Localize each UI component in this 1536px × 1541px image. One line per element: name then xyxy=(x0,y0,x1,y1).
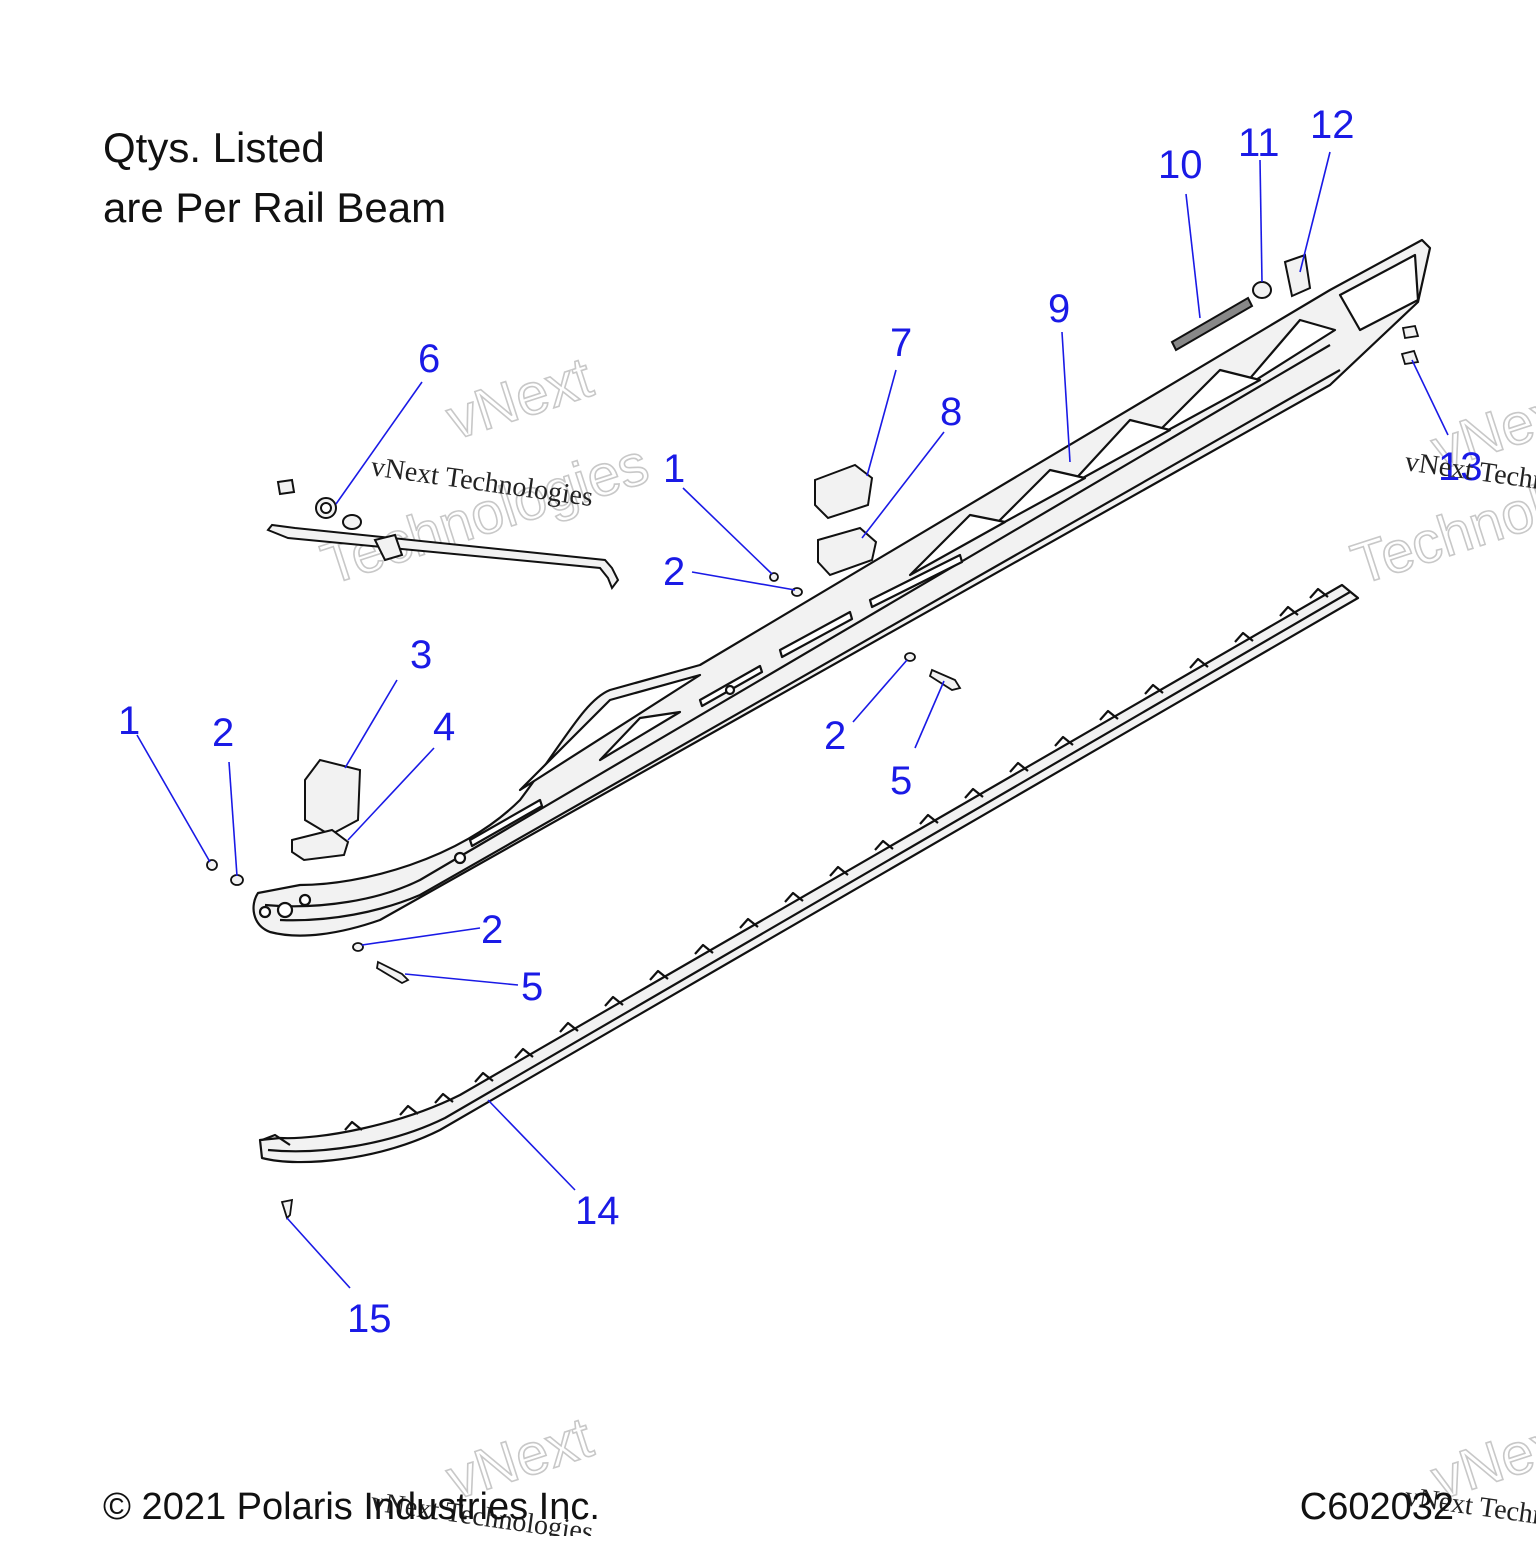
callout-labels: 1 1 2 2 2 2 3 4 5 5 6 7 8 9 10 11 12 13 … xyxy=(118,103,1483,1341)
hyfax-slide xyxy=(258,583,1360,1164)
watermark-type: vNext Technologies vNext Technologies vN… xyxy=(369,446,1536,1541)
callout-9: 9 xyxy=(1048,287,1070,331)
callout-5: 5 xyxy=(521,965,543,1009)
callout-6: 6 xyxy=(418,337,440,381)
callout-10: 10 xyxy=(1158,143,1203,187)
quantity-note-line2: are Per Rail Beam xyxy=(103,184,447,231)
callout-7: 7 xyxy=(890,321,912,365)
threaded-rod-and-brackets xyxy=(1170,253,1312,352)
callout-11: 11 xyxy=(1238,121,1280,165)
callout-12: 12 xyxy=(1310,103,1355,147)
callout-2: 2 xyxy=(663,550,685,594)
diagram-code: C602032 xyxy=(1299,1486,1454,1528)
slider-blocks xyxy=(291,463,878,862)
leader-lines xyxy=(136,151,1449,1289)
callout-14: 14 xyxy=(575,1189,620,1233)
copyright-text: © 2021 Polaris Industries Inc. xyxy=(103,1486,600,1528)
callout-2: 2 xyxy=(212,711,234,755)
callout-4: 4 xyxy=(433,705,455,749)
watermark-ghost-line1: vNext xyxy=(439,345,600,453)
callout-1: 1 xyxy=(118,699,140,743)
callout-5: 5 xyxy=(890,759,912,803)
callout-1: 1 xyxy=(663,447,685,491)
spring-rod-assembly xyxy=(266,478,620,591)
quantity-note-line1: Qtys. Listed xyxy=(103,124,325,171)
quantity-note: Qtys. Listed are Per Rail Beam xyxy=(103,118,446,238)
callout-15: 15 xyxy=(347,1297,392,1341)
callout-13: 13 xyxy=(1438,445,1483,489)
rail-beam xyxy=(252,238,1432,937)
callout-2: 2 xyxy=(481,908,503,952)
callout-2: 2 xyxy=(824,714,846,758)
callout-3: 3 xyxy=(410,633,432,677)
callout-8: 8 xyxy=(940,390,962,434)
